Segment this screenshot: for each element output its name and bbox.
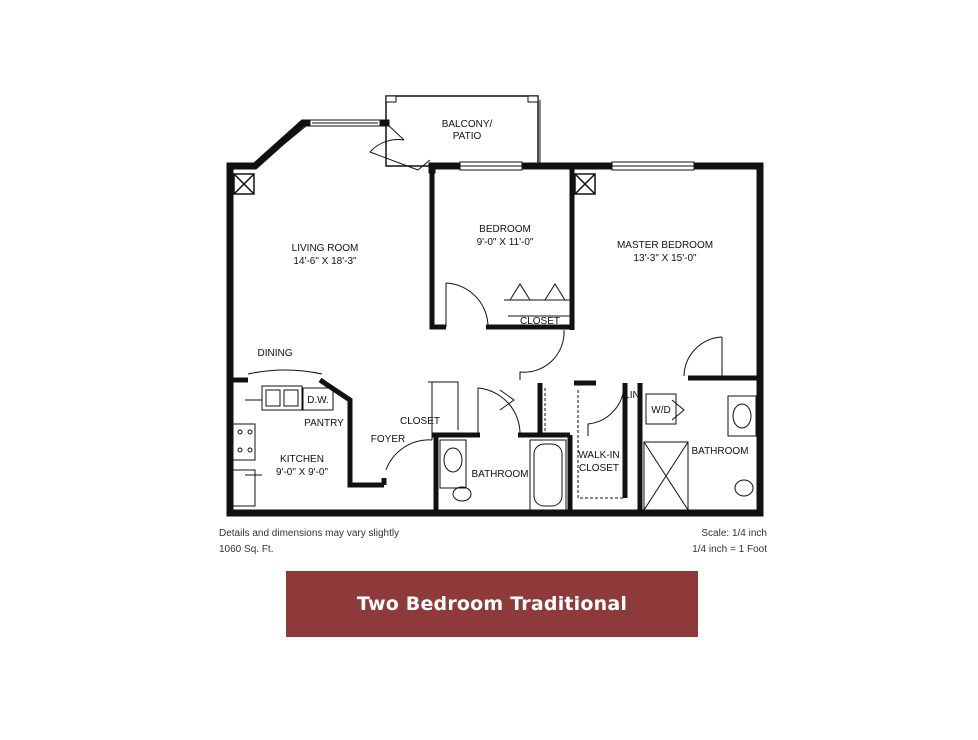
bedroom-closet-label: CLOSET xyxy=(520,316,560,327)
balcony-label-2: PATIO xyxy=(453,131,482,142)
interior-walls xyxy=(230,166,760,513)
master-bedroom-label: MASTER BEDROOM xyxy=(617,240,713,251)
bedroom-size: 9'-0" X 11'-0" xyxy=(477,237,534,248)
walkin-closet-label-1: WALK-IN xyxy=(578,450,619,461)
living-room-label: LIVING ROOM xyxy=(292,243,359,254)
plan-title-banner: Two Bedroom Traditional xyxy=(286,571,698,637)
living-room-size: 14'-6" X 18'-3" xyxy=(293,256,357,267)
windows xyxy=(459,161,695,171)
room-labels: BALCONY/ PATIO BEDROOM 9'-0" X 11'-0" MA… xyxy=(258,119,749,480)
floor-plan: BALCONY/ PATIO BEDROOM 9'-0" X 11'-0" MA… xyxy=(226,95,764,517)
bathroom-fixtures xyxy=(439,393,757,511)
walkin-closet-label-2: CLOSET xyxy=(579,463,619,474)
plan-title: Two Bedroom Traditional xyxy=(356,593,628,615)
bathroom-1-label: BATHROOM xyxy=(471,469,528,480)
walkin-closet xyxy=(544,388,625,499)
master-bedroom-size: 13'-3" X 15'-0" xyxy=(633,253,697,264)
structural-columns xyxy=(233,173,596,195)
dishwasher-label: D.W. xyxy=(307,395,329,406)
kitchen-label: KITCHEN xyxy=(280,454,324,465)
scale-note: Scale: 1/4 inch xyxy=(701,528,767,539)
bedroom-closet xyxy=(504,283,570,317)
bathroom-2-label: BATHROOM xyxy=(691,446,748,457)
foyer-closet-label: CLOSET xyxy=(400,416,440,427)
kitchen-size: 9'-0" X 9'-0" xyxy=(276,467,329,478)
pantry-label: PANTRY xyxy=(304,418,344,429)
bedroom-label: BEDROOM xyxy=(479,224,531,235)
dining-label: DINING xyxy=(258,348,293,359)
scale-ratio-note: 1/4 inch = 1 Foot xyxy=(692,544,767,555)
foyer-label: FOYER xyxy=(371,434,405,445)
balcony-door xyxy=(369,122,431,171)
square-footage: 1060 Sq. Ft. xyxy=(219,544,274,555)
washer-dryer-label: W/D xyxy=(651,405,670,416)
kitchen-fixtures xyxy=(231,369,334,507)
balcony-label-1: BALCONY/ xyxy=(442,119,493,130)
bay-window xyxy=(261,119,381,163)
linen-label: LIN xyxy=(624,390,640,401)
disclaimer-note: Details and dimensions may vary slightly xyxy=(219,528,400,539)
